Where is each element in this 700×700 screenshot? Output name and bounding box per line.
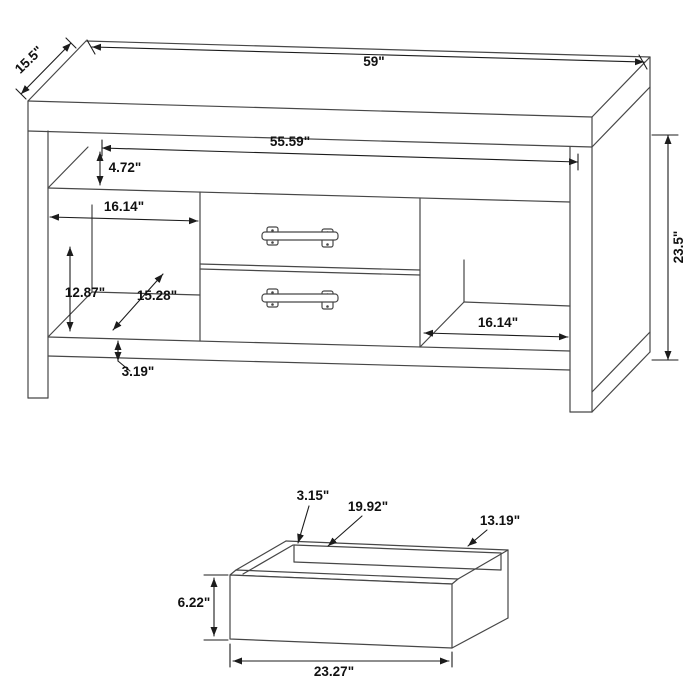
drawer-front-width-label: 23.27": [314, 664, 354, 679]
left-opening-width-label: 16.14": [104, 199, 144, 214]
right-opening-width-label: 16.14": [478, 315, 518, 330]
drawer-drawing: [229, 540, 509, 649]
drawer-interior-depth-label: 13.19": [480, 513, 520, 528]
left-opening-height-label: 12.87": [65, 285, 105, 300]
overall-height-label: 23.5": [671, 231, 686, 264]
drawer-side-height-label: 3.15": [297, 488, 330, 503]
bottom-drawer-handle: [261, 288, 339, 310]
cabinet-dimension-labels: 59" 15.5" 23.5" 55.59" 4.72" 16.14" 12.8…: [12, 43, 686, 379]
drawer-interior-width-label: 19.92": [348, 499, 388, 514]
interior-width-label: 55.59": [270, 134, 310, 149]
overall-depth-label: 15.5": [12, 43, 46, 76]
cabinet-dimension-lines: [15, 37, 679, 372]
drawer-dimension-lines: [203, 505, 488, 668]
drawer-dimension-labels: 3.15" 19.92" 13.19" 6.22" 23.27": [178, 488, 520, 679]
overall-width-label: 59": [363, 54, 384, 69]
base-height-label: 3.19": [122, 364, 155, 379]
top-drawer-handle: [261, 226, 339, 248]
drawer-front-height-label: 6.22": [178, 595, 211, 610]
top-opening-height-label: 4.72": [109, 160, 142, 175]
cabinet-drawing: [27, 40, 651, 413]
left-opening-depth-label: 15.28": [137, 288, 177, 303]
